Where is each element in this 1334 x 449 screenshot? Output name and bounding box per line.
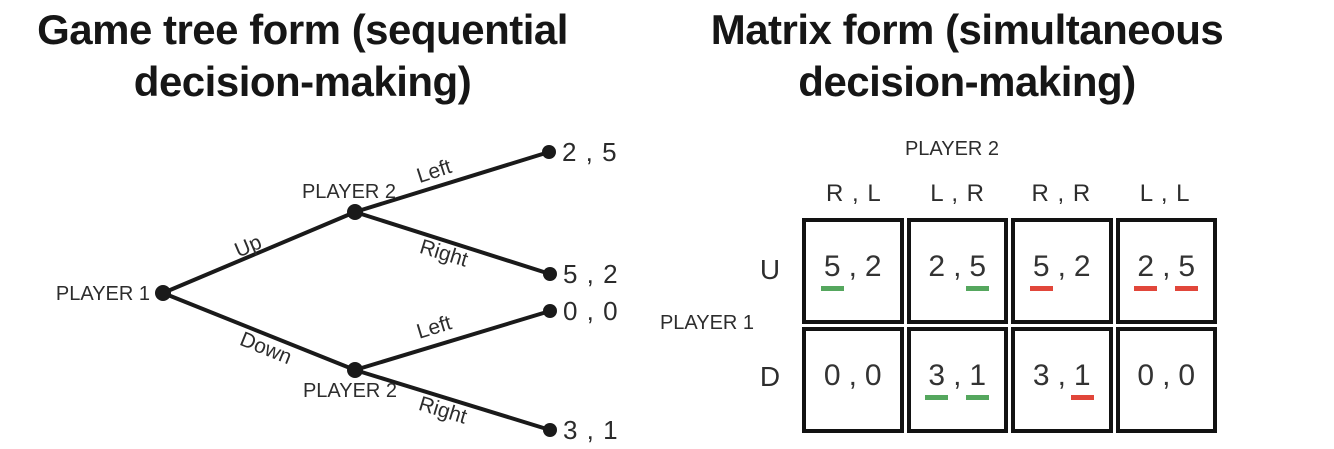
- matrix-cell-u-rl: 5,2: [802, 218, 904, 324]
- node-player2-lower: [347, 362, 363, 378]
- matrix-cell-d-rr: 3,1: [1011, 327, 1113, 433]
- terminal-node-up-right: [543, 267, 557, 281]
- col-header-rl: R , L: [826, 180, 882, 207]
- payoff-separator: ,: [1162, 359, 1171, 392]
- terminal-node-down-left: [543, 304, 557, 318]
- matrix-column-headers: R , L L , R R , R L , L: [802, 180, 1217, 208]
- payoff-number: 1: [1070, 360, 1094, 400]
- payoff-number: 2: [1073, 250, 1091, 284]
- matrix-title-line1: Matrix form (simultaneous: [710, 6, 1224, 53]
- payoff-matrix: 5,2 2,5 5,2 2,5 0,0 3,1 3,1 0,0: [802, 218, 1217, 433]
- node-player1: [155, 285, 171, 301]
- payoff-separator: ,: [953, 359, 962, 392]
- matrix-player2-label: PLAYER 2: [904, 138, 1000, 160]
- payoff-number: 3: [1032, 359, 1050, 393]
- edge-down: [161, 291, 357, 372]
- payoff-separator: ,: [848, 359, 857, 392]
- payoff-down-left: 0 , 0: [563, 296, 619, 326]
- payoff-number: 5: [1175, 251, 1199, 291]
- branch-label-lower-right: Right: [416, 392, 470, 428]
- payoff-separator: ,: [1057, 250, 1066, 283]
- payoff-number: 3: [925, 360, 949, 400]
- matrix-title: Matrix form (simultaneous decision-makin…: [663, 4, 1271, 108]
- matrix-cell-u-lr: 2,5: [906, 218, 1008, 324]
- col-header-lr: L , R: [930, 180, 986, 207]
- player1-node-label: PLAYER 1: [56, 283, 150, 305]
- edge-lower-left: [353, 309, 552, 372]
- row-label-u: U: [759, 254, 781, 285]
- payoff-number: 5: [966, 251, 990, 291]
- payoff-up-left: 2 , 5: [562, 137, 618, 167]
- branch-label-lower-left: Left: [414, 311, 454, 343]
- game-tree-title: Game tree form (sequential decision-maki…: [0, 4, 605, 108]
- payoff-number: 2: [864, 250, 882, 284]
- edge-lower-right: [353, 368, 552, 432]
- payoff-separator: ,: [1162, 250, 1171, 283]
- payoff-number: 2: [1134, 251, 1158, 291]
- payoff-separator: ,: [1057, 359, 1066, 392]
- col-header-rr: R , R: [1031, 180, 1092, 207]
- matrix-title-line2: decision-making): [798, 58, 1136, 105]
- matrix-cell-u-rr: 5,2: [1011, 218, 1113, 324]
- matrix-player1-label: PLAYER 1: [659, 312, 755, 334]
- branch-label-up: Up: [231, 231, 265, 263]
- terminal-node-up-left: [542, 145, 556, 159]
- payoff-separator: ,: [848, 250, 857, 283]
- payoff-number: 1: [966, 360, 990, 400]
- payoff-down-right: 3 , 1: [563, 415, 619, 445]
- node-player2-upper: [347, 204, 363, 220]
- payoff-number: 5: [1029, 251, 1053, 291]
- game-tree-title-line2: decision-making): [133, 58, 472, 105]
- player2-lower-node-label: PLAYER 2: [303, 380, 397, 402]
- edge-up: [161, 210, 357, 295]
- matrix-cell-d-lr: 3,1: [906, 327, 1008, 433]
- game-tree-diagram: PLAYER 1 PLAYER 2 PLAYER 2 Up Down Left …: [56, 137, 619, 445]
- edge-upper-left: [353, 150, 551, 214]
- matrix-cell-d-ll: 0,0: [1115, 327, 1217, 433]
- payoff-separator: ,: [953, 250, 962, 283]
- matrix-cell-u-ll: 2,5: [1115, 218, 1217, 324]
- branch-label-upper-right: Right: [417, 235, 471, 271]
- payoff-number: 0: [1137, 359, 1155, 393]
- payoff-number: 2: [928, 250, 946, 284]
- payoff-up-right: 5 , 2: [563, 259, 619, 289]
- payoff-number: 0: [864, 359, 882, 393]
- payoff-number: 0: [823, 359, 841, 393]
- matrix-cell-d-rl: 0,0: [802, 327, 904, 433]
- player2-upper-node-label: PLAYER 2: [302, 181, 396, 203]
- edge-upper-right: [353, 210, 552, 276]
- row-label-d: D: [759, 361, 781, 392]
- game-tree-title-line1: Game tree form (sequential: [37, 6, 568, 53]
- payoff-number: 0: [1178, 359, 1196, 393]
- terminal-node-down-right: [543, 423, 557, 437]
- payoff-number: 5: [820, 251, 844, 291]
- col-header-ll: L , L: [1139, 180, 1191, 207]
